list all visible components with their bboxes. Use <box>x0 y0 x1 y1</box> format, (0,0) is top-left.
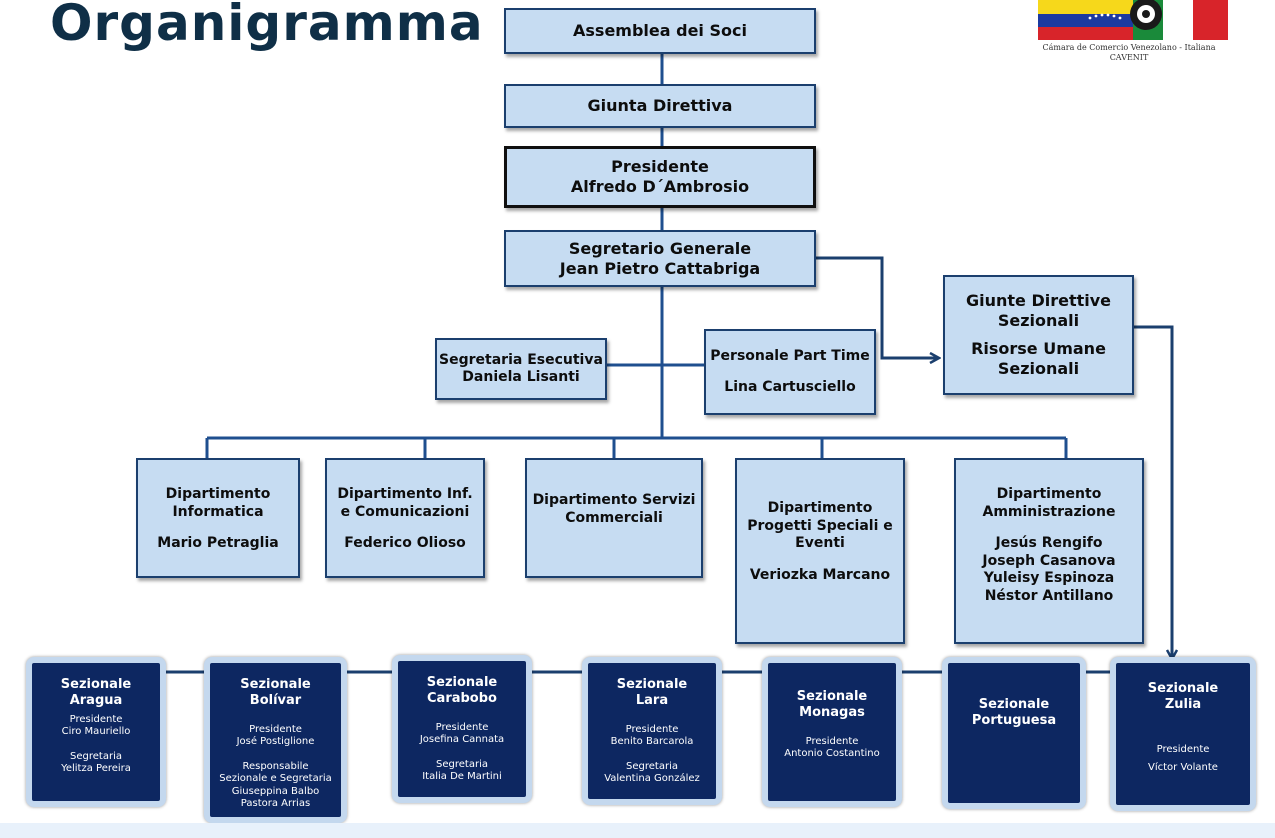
node-giunte-sezionali: Giunte Direttive Sezionali Risorse Umane… <box>943 275 1134 395</box>
flag-emblem-icon <box>1038 0 1228 40</box>
node-line: Giunta Direttiva <box>587 96 733 115</box>
node-line: Personale Part Time <box>710 347 870 364</box>
dept-informatica: Dipartimento Informatica Mario Petraglia <box>136 458 300 578</box>
sezionale-title: Bolívar <box>249 693 302 709</box>
sezionale-person: Yelitza Pereira <box>61 763 131 774</box>
sezionale-role: Presidente <box>435 721 489 733</box>
dept-title-line: Commerciali <box>565 509 663 526</box>
node-assemblea: Assemblea dei Soci <box>504 8 816 54</box>
node-segretaria-esecutiva: Segretaria Esecutiva Daniela Lisanti <box>435 338 607 400</box>
sezionale-bolivar: Sezionale Bolívar Presidente José Postig… <box>204 657 347 823</box>
sezionale-title: Sezionale <box>240 677 311 692</box>
node-line: Risorse Umane <box>971 339 1106 358</box>
node-segretario-generale: Segretario Generale Jean Pietro Cattabri… <box>504 230 816 287</box>
dept-progetti-speciali: Dipartimento Progetti Speciali e Eventi … <box>735 458 905 644</box>
node-line: Jean Pietro Cattabriga <box>559 258 761 278</box>
sezionale-person: Antonio Costantino <box>784 748 880 759</box>
dept-title-line: Dipartimento Servizi <box>532 492 696 508</box>
node-line: Assemblea dei Soci <box>573 21 747 40</box>
sezionale-role: Segretaria <box>70 750 122 762</box>
dept-title-line: Dipartimento <box>165 486 271 502</box>
sezionale-person: Benito Barcarola <box>610 736 694 747</box>
sezionale-title: Aragua <box>69 693 123 709</box>
node-personale-part-time: Personale Part Time Lina Cartusciello <box>704 329 876 415</box>
node-line: Giunte Direttive <box>965 291 1112 310</box>
sezionale-title: Monagas <box>799 705 865 721</box>
dept-comunicazioni: Dipartimento Inf. e Comunicazioni Federi… <box>325 458 485 578</box>
node-line: Segretaria Esecutiva <box>439 351 603 368</box>
sezionale-lara: Sezionale Lara Presidente Benito Barcaro… <box>582 657 722 805</box>
dept-person: Jesús Rengifo <box>995 535 1103 551</box>
node-line: Daniela Lisanti <box>462 369 580 385</box>
dept-person: Mario Petraglia <box>157 535 279 551</box>
dept-title-line: e Comunicazioni <box>340 503 470 520</box>
sezionale-title: Sezionale <box>978 697 1050 712</box>
logo-acronym: CAVENIT <box>1109 53 1149 62</box>
sezionale-carabobo: Sezionale Carabobo Presidente Josefina C… <box>392 655 532 803</box>
node-line: Sezionali <box>997 359 1080 378</box>
sezionale-title: Carabobo <box>427 691 497 707</box>
sezionale-person: Giuseppina Balbo <box>231 785 320 797</box>
cavenit-logo: Cámara de Comercio Venezolano - Italiana… <box>1024 0 1234 70</box>
sezionale-role: Presidente <box>805 735 859 747</box>
sezionale-title: Sezionale <box>426 675 498 690</box>
node-line: Alfredo D´Ambrosio <box>570 177 750 196</box>
sezionale-role: Presidente <box>625 723 679 735</box>
sezionale-role: Sezionale e Segretaria <box>219 773 332 784</box>
dept-title-line: Dipartimento <box>767 500 873 516</box>
sezionale-person: Italia De Martini <box>422 771 502 782</box>
sezionale-title: Sezionale <box>1147 681 1219 696</box>
sezionale-title: Lara <box>635 693 669 709</box>
sezionale-person: Valentina González <box>604 773 700 784</box>
node-line: Sezionali <box>997 311 1080 330</box>
arrow-giunte-zulia <box>1134 325 1172 658</box>
dept-person: Néstor Antillano <box>984 587 1114 604</box>
sezionale-role: Responsabile <box>242 760 309 772</box>
dept-title-line: Progetti Speciali e <box>747 517 893 534</box>
sezionale-person: José Postiglione <box>236 736 315 747</box>
sezionale-person: Ciro Mauriello <box>61 726 131 737</box>
dept-person: Veriozka Marcano <box>749 566 891 583</box>
footer-band <box>0 823 1275 838</box>
dept-person: Joseph Casanova <box>982 552 1116 569</box>
sezionale-person: Pastora Arrias <box>240 798 311 809</box>
node-line: Segretario Generale <box>568 238 752 258</box>
dept-title-line: Dipartimento <box>996 486 1102 502</box>
page-title: Organigramma <box>50 0 484 52</box>
sezionale-role: Presidente <box>249 723 302 735</box>
sezionale-person: Víctor Volante <box>1148 762 1218 773</box>
sezionale-role: Segretaria <box>626 760 678 772</box>
sezionale-portuguesa: Sezionale Portuguesa <box>942 657 1086 809</box>
sezionale-aragua: Sezionale Aragua Presidente Ciro Mauriel… <box>26 657 166 807</box>
dept-person: Yuleisy Espinoza <box>983 570 1115 586</box>
dept-title-line: Dipartimento Inf. <box>337 486 473 502</box>
logo-caption: Cámara de Comercio Venezolano - Italiana <box>1042 43 1216 52</box>
node-giunta-direttiva: Giunta Direttiva <box>504 84 816 128</box>
sezionale-title: Sezionale <box>616 677 688 692</box>
sezionale-title: Portuguesa <box>971 713 1057 729</box>
dept-person: Federico Olioso <box>344 535 466 551</box>
dept-title-line: Eventi <box>795 535 845 551</box>
arrow-segretario-giunte <box>815 256 938 358</box>
sezionale-person: Josefina Cannata <box>419 734 505 745</box>
node-line: Lina Cartusciello <box>724 379 856 395</box>
sezionale-title: Sezionale <box>796 689 868 704</box>
sezionale-title: Sezionale <box>60 677 132 692</box>
sezionale-monagas: Sezionale Monagas Presidente Antonio Cos… <box>762 657 902 807</box>
dept-title-line: Amministrazione <box>982 503 1116 520</box>
sezionale-role: Presidente <box>1156 743 1210 755</box>
dept-title-line: Informatica <box>172 503 264 520</box>
sezionale-title: Zulia <box>1164 697 1202 713</box>
node-line: Presidente <box>611 157 709 176</box>
node-presidente: Presidente Alfredo D´Ambrosio <box>504 146 816 208</box>
dept-servizi-commerciali: Dipartimento Servizi Commerciali <box>525 458 703 578</box>
sezionale-zulia: Sezionale Zulia Presidente Víctor Volant… <box>1110 657 1256 811</box>
sezionale-role: Segretaria <box>436 758 488 770</box>
sezionale-role: Presidente <box>69 713 123 725</box>
dept-amministrazione: Dipartimento Amministrazione Jesús Rengi… <box>954 458 1144 644</box>
